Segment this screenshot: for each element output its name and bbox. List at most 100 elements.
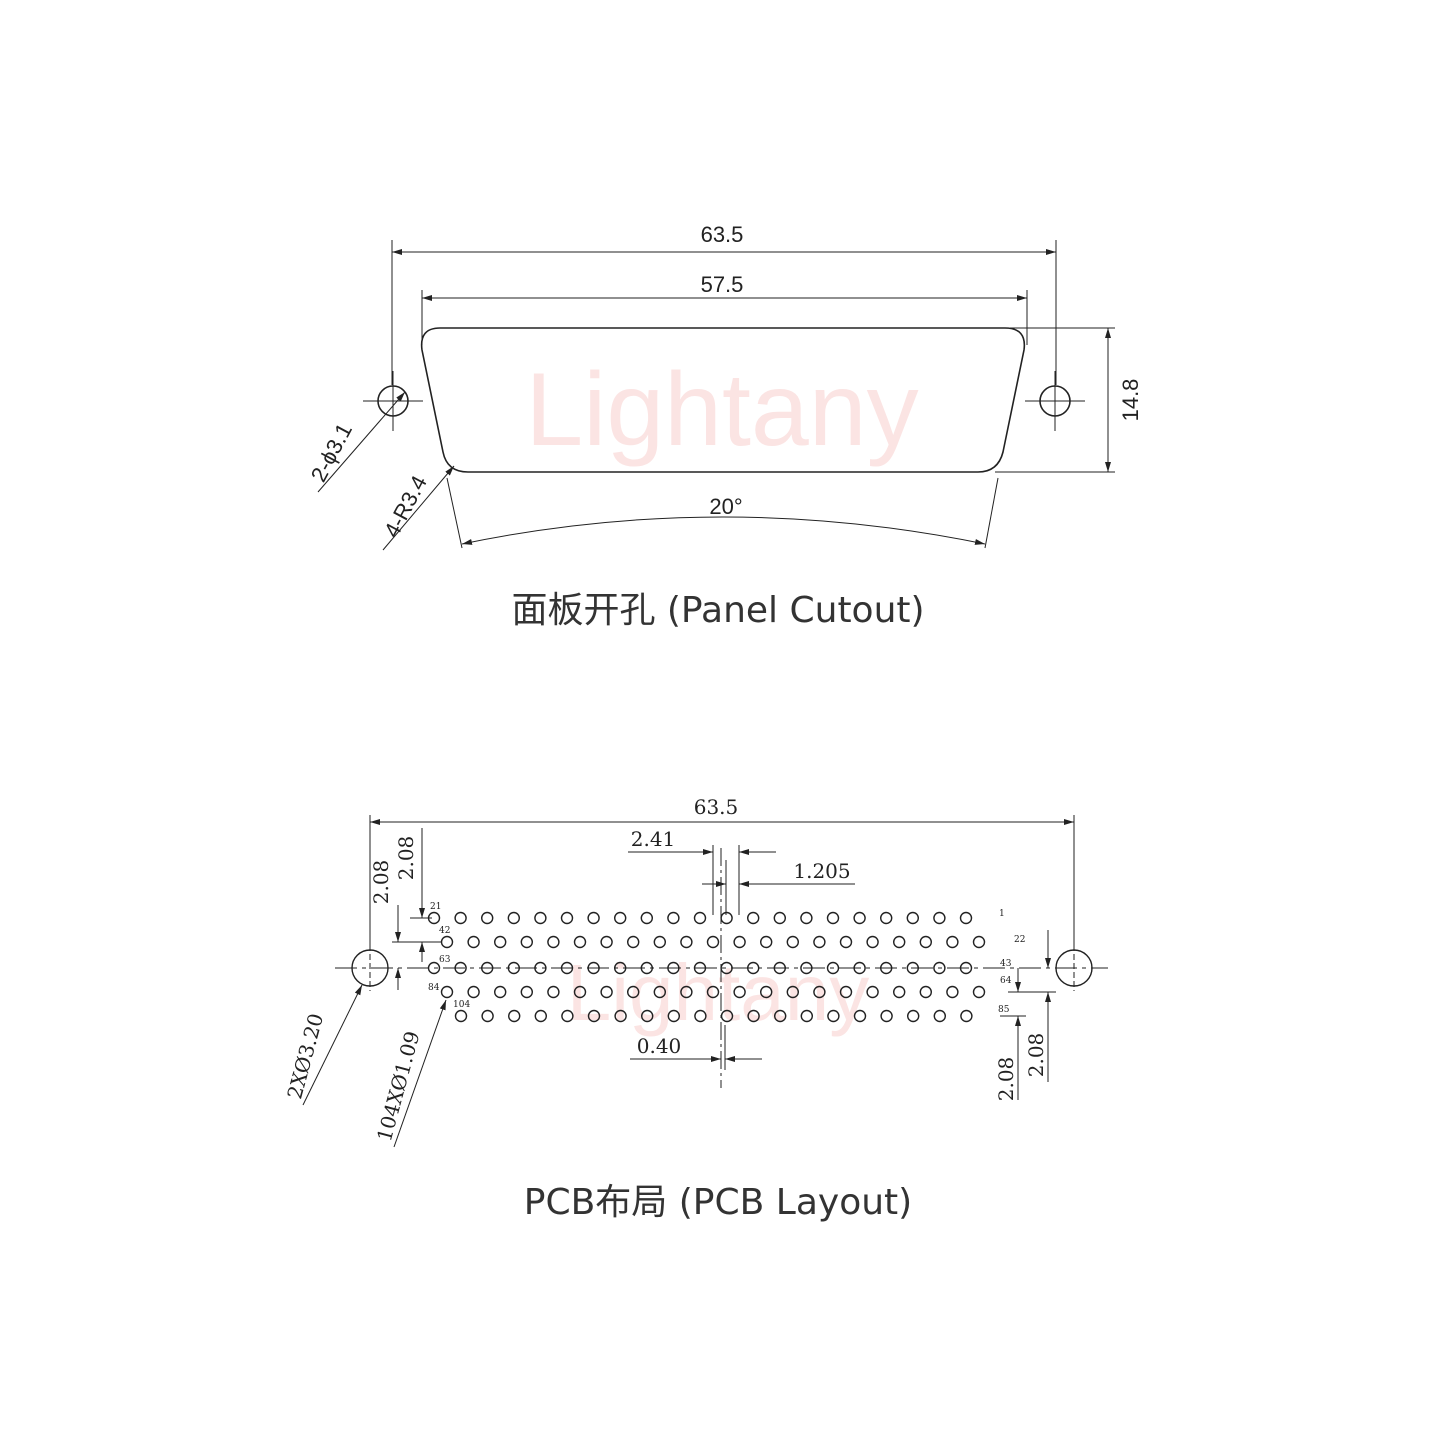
pin-hole (680, 935, 693, 949)
pin-hole (627, 985, 640, 999)
pin-hole (614, 1009, 627, 1023)
pin-label-22: 22 (1014, 935, 1025, 945)
pin-hole (972, 935, 986, 949)
pcb-leader-mount-hole (302, 984, 363, 1106)
pin-label-63: 63 (439, 955, 451, 965)
pin-hole (933, 1009, 946, 1023)
pin-hole (454, 911, 467, 925)
pcb-dim-total-width-label: 63.5 (694, 795, 739, 819)
pin-hole (933, 911, 946, 925)
pin-hole (773, 911, 786, 925)
pin-hole (560, 961, 574, 975)
pin-hole (547, 935, 560, 949)
pin-hole (454, 1009, 468, 1023)
pin-label-42: 42 (439, 926, 450, 936)
pcb-dim-mount-hole-label: 2XØ3.20 (282, 1011, 328, 1102)
pin-hole (866, 935, 879, 949)
pin-hole (561, 1009, 574, 1023)
pin-hole (747, 911, 760, 925)
pin-hole (640, 961, 653, 975)
panel-dim-angle (446, 477, 999, 549)
pin-hole (507, 961, 520, 975)
pin-hole (774, 1009, 787, 1023)
pin-hole (853, 1009, 867, 1023)
pin-hole (826, 911, 840, 925)
pin-hole (547, 985, 560, 999)
pin-hole (507, 911, 520, 925)
pin-hole (614, 911, 627, 925)
pin-hole (706, 985, 720, 999)
panel-dim-mount-hole-label: 2-ϕ3.1 (306, 419, 357, 486)
pcb-pin-grid (427, 911, 986, 1023)
pin-hole (773, 961, 786, 975)
pcb-caption: PCB布局 (PCB Layout) (524, 1182, 912, 1223)
pin-hole (960, 1009, 973, 1023)
pin-label-43: 43 (1000, 959, 1012, 969)
pin-label-21: 21 (430, 902, 441, 912)
pcb-dim-right-rows (1000, 930, 1056, 1100)
pin-hole (534, 961, 547, 975)
panel-watermark: Lightany (525, 352, 918, 468)
pin-hole (747, 1009, 760, 1023)
pin-hole (919, 935, 932, 949)
pin-hole (933, 961, 946, 975)
pin-hole (653, 935, 666, 949)
pin-hole (467, 935, 480, 949)
pin-hole (694, 1009, 707, 1023)
pin-label-104: 104 (453, 1000, 470, 1010)
pin-hole (627, 935, 640, 949)
pin-hole (693, 961, 707, 975)
pin-hole (866, 985, 879, 999)
pin-hole (800, 911, 813, 925)
pcb-mount-hole-left (351, 945, 389, 991)
pin-hole (760, 985, 773, 999)
pin-label-84: 84 (428, 983, 440, 993)
panel-dim-height-label: 14.8 (1118, 379, 1143, 422)
pin-hole (481, 911, 494, 925)
pin-hole (467, 985, 480, 999)
pin-hole (880, 911, 893, 925)
pin-hole (640, 911, 653, 925)
panel-caption: 面板开孔 (Panel Cutout) (511, 590, 924, 631)
pin-hole (906, 911, 919, 925)
pin-hole (720, 911, 733, 925)
pin-hole (573, 935, 587, 949)
pin-label-1: 1 (999, 909, 1005, 919)
panel-mount-hole-right (1025, 371, 1085, 431)
pin-hole (481, 961, 494, 975)
pin-hole (839, 985, 853, 999)
pcb-dim-row-right-b-label: 2.08 (994, 1057, 1018, 1102)
pin-hole (959, 961, 973, 975)
pin-label-85: 85 (998, 1005, 1010, 1015)
pin-hole (667, 911, 680, 925)
pin-hole (667, 961, 680, 975)
pin-hole (906, 961, 919, 975)
pin-hole (520, 935, 533, 949)
panel-dim-angle-label: 20° (709, 494, 742, 519)
pin-hole (440, 935, 454, 949)
pin-hole (853, 961, 866, 975)
pin-hole (747, 961, 760, 975)
pin-hole (680, 985, 693, 999)
pin-hole (786, 935, 799, 949)
pin-hole (520, 985, 533, 999)
pin-hole (454, 961, 467, 975)
panel-dim-slot-width-label: 57.5 (701, 272, 744, 297)
pcb-dim-pitch-label: 2.41 (631, 827, 676, 851)
pin-hole (800, 1009, 813, 1023)
pcb-dim-offset (630, 1025, 762, 1070)
pcb-dim-row-left-b-label: 2.08 (394, 836, 418, 881)
pcb-dim-row-right-a-label: 2.08 (1024, 1033, 1048, 1078)
pin-hole (880, 1009, 893, 1023)
pin-hole (641, 1009, 654, 1023)
pin-hole (946, 935, 959, 949)
pin-hole (600, 935, 613, 949)
pin-hole (494, 985, 507, 999)
pin-hole (853, 911, 866, 925)
pin-hole (946, 985, 959, 999)
pin-hole (587, 961, 600, 975)
pin-hole (733, 935, 746, 949)
pcb-dim-half-pitch (702, 860, 855, 915)
pin-hole (919, 985, 932, 999)
pin-hole (893, 985, 906, 999)
